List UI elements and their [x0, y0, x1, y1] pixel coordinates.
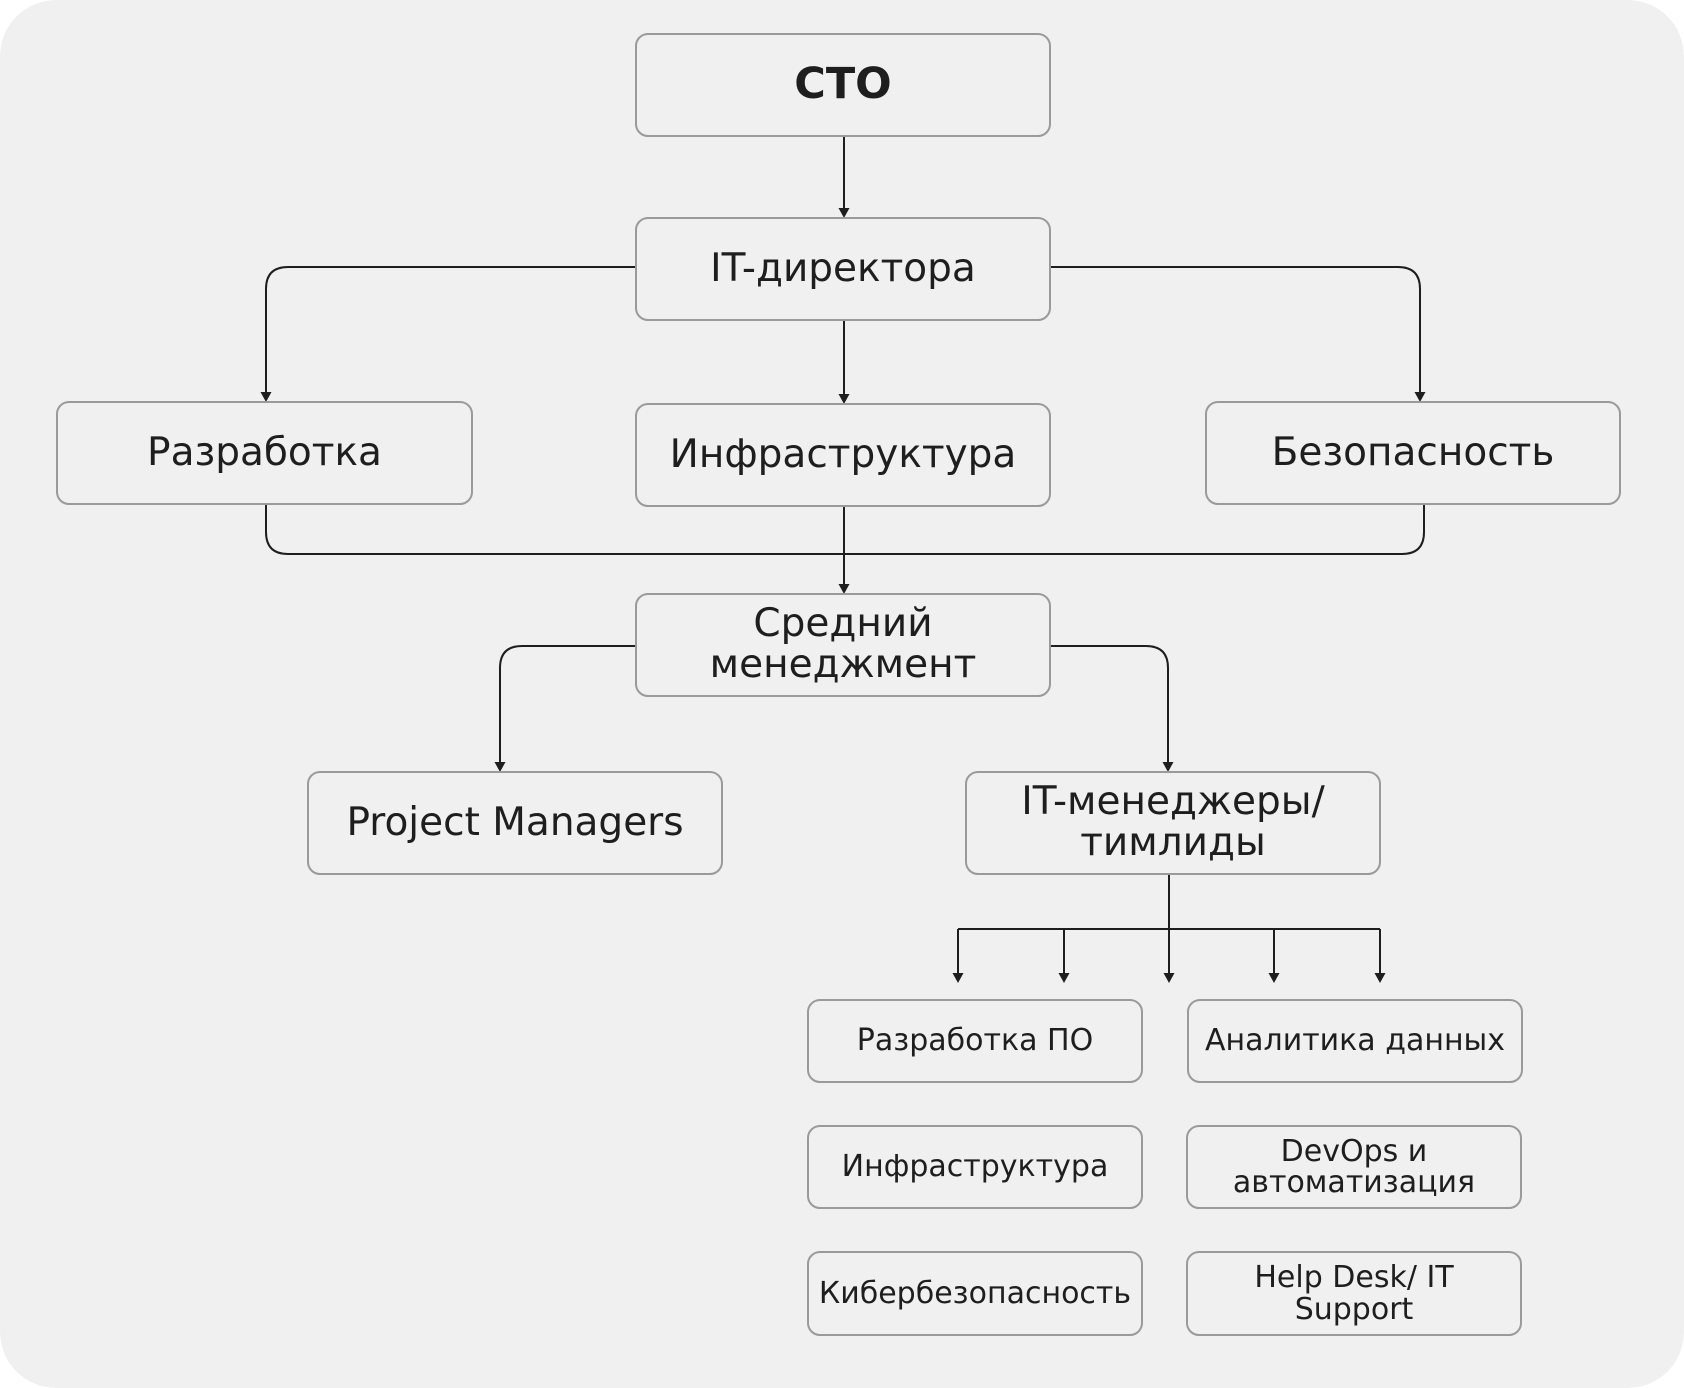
node-development: Разработка: [56, 401, 473, 505]
arrowhead-infrastructure: [838, 394, 850, 404]
node-security: Безопасность: [1205, 401, 1621, 505]
arrowhead-team-4: [1374, 973, 1386, 983]
node-middle-management: Средний менеджмент: [635, 593, 1051, 697]
arrowhead-development: [260, 392, 272, 402]
connector-middle-to-project-managers: [499, 645, 635, 764]
arrowhead-middle-management: [838, 584, 850, 594]
node-cto: CTO: [635, 33, 1051, 137]
arrowhead-it-managers: [1162, 762, 1174, 772]
node-team-help-desk: Help Desk/ IT Support: [1186, 1251, 1522, 1336]
arrowhead-team-0: [952, 973, 964, 983]
arrowhead-team-2: [1163, 973, 1175, 983]
node-team-infrastructure: Инфраструктура: [807, 1125, 1143, 1209]
node-team-cybersecurity: Кибербезопасность: [807, 1251, 1143, 1336]
node-team-software-development: Разработка ПО: [807, 999, 1143, 1083]
arrowhead-team-3: [1268, 973, 1280, 983]
connector-it-directors-to-development: [265, 266, 635, 394]
node-team-devops: DevOps и автоматизация: [1186, 1125, 1522, 1209]
node-it-directors: IT-директора: [635, 217, 1051, 321]
arrowhead-project-managers: [494, 762, 506, 772]
node-it-managers: IT-менеджеры/ тимлиды: [965, 771, 1381, 875]
node-team-data-analytics: Аналитика данных: [1187, 999, 1523, 1083]
arrowhead-team-1: [1058, 973, 1070, 983]
node-infrastructure: Инфраструктура: [635, 403, 1051, 507]
connector-middle-to-it-managers: [1051, 645, 1169, 764]
arrowhead-it-directors: [838, 208, 850, 218]
connector-it-directors-to-security: [1051, 266, 1421, 394]
node-project-managers: Project Managers: [307, 771, 723, 875]
arrowhead-security: [1414, 392, 1426, 402]
